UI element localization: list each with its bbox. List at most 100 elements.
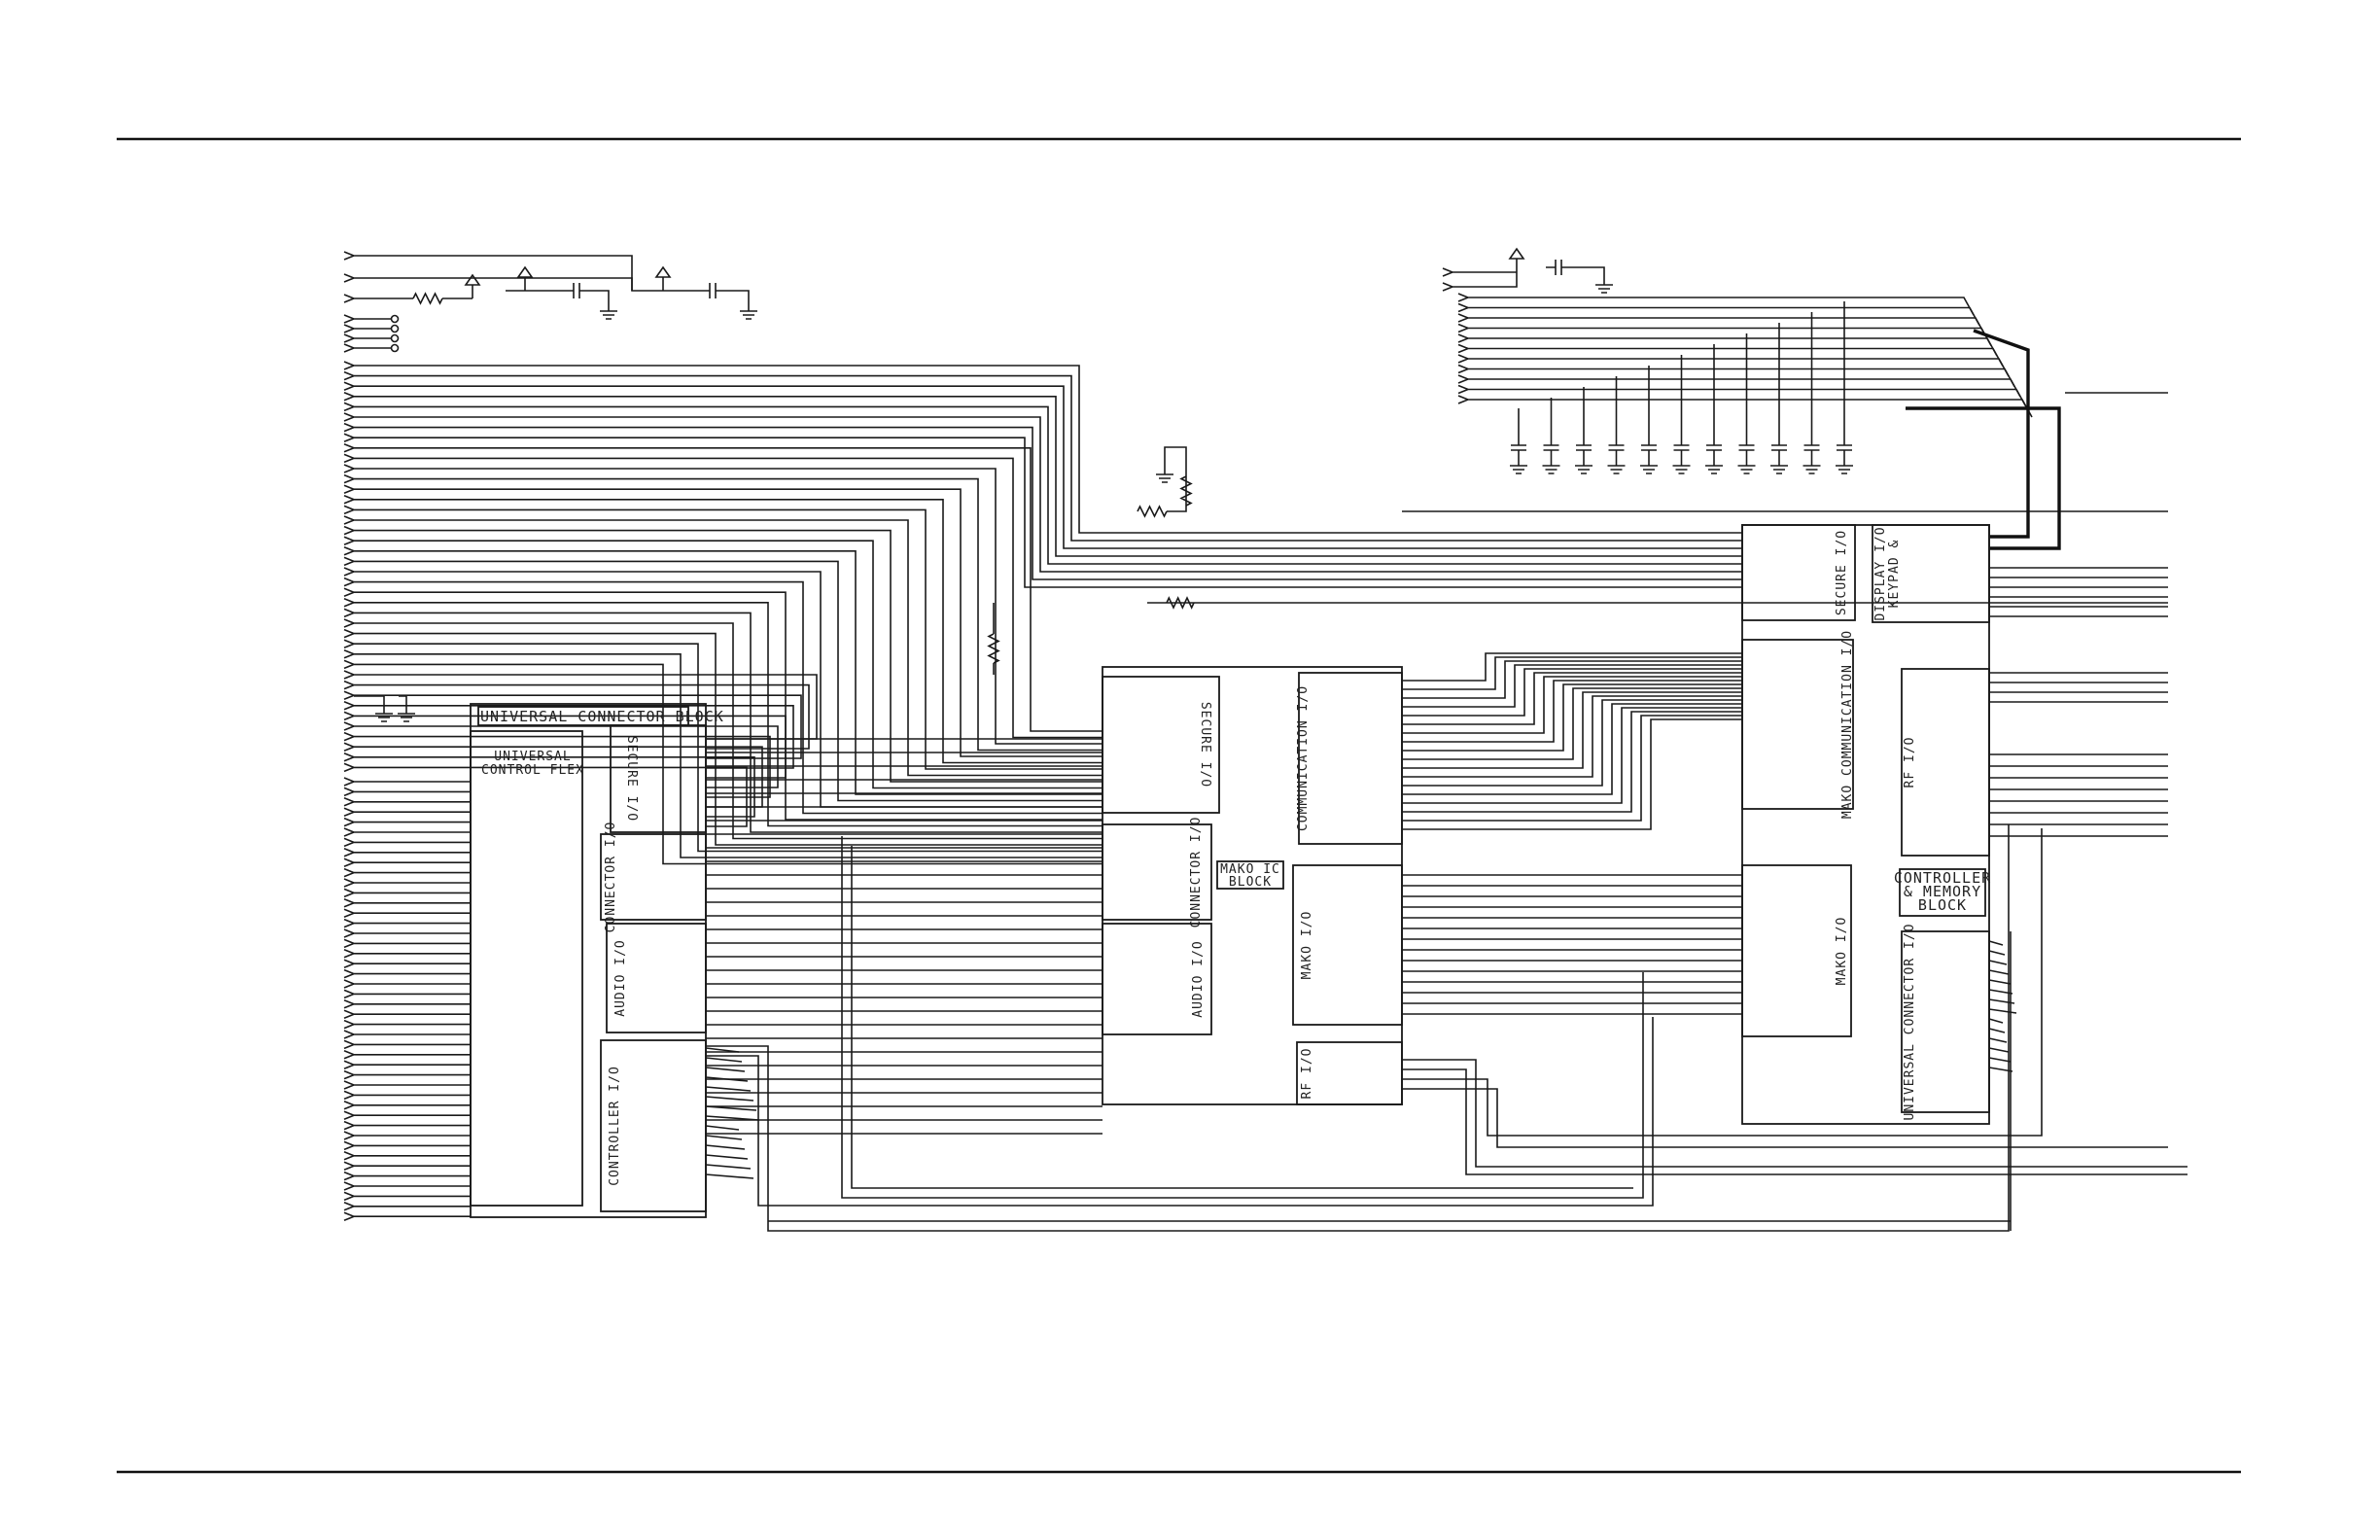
keypad-wire [1457, 354, 2010, 377]
cmb-title-2: & MEMORY [1904, 883, 1981, 900]
bus-wire [1402, 718, 1742, 830]
bus-wire [343, 918, 471, 928]
ucb-secure-io-label: SECURE I/O [624, 736, 639, 822]
capacitor-symbol [1575, 387, 1592, 474]
fan-wire [705, 1067, 746, 1072]
fan-wire [705, 1154, 749, 1160]
universal-control-flex-label-2: CONTROL FLEX [481, 763, 584, 778]
fan-wire [705, 1057, 743, 1063]
signal-wire [343, 294, 413, 303]
bus-wire [343, 959, 471, 968]
resistor-symbol [412, 292, 472, 305]
bus-wire [343, 659, 1102, 865]
bus-wire [1402, 652, 1742, 682]
bus-wire [1402, 703, 1742, 795]
fan-wire [1988, 1037, 2008, 1043]
supply-symbol [516, 265, 534, 291]
bus-wire [343, 546, 1102, 795]
bus-wire [343, 721, 779, 788]
resistor-symbol [1166, 596, 1195, 610]
bus-wire [1402, 691, 1742, 769]
fan-wire [1988, 1018, 2004, 1024]
capacitor-symbol [1836, 301, 1853, 474]
test-point [390, 314, 400, 324]
bus-wire [343, 1151, 471, 1161]
bus-wire [343, 443, 1102, 732]
resistor-symbol [987, 603, 1000, 675]
bus-wire [343, 848, 471, 858]
mako-secure-io-label: SECURE I/O [1198, 702, 1212, 788]
bus-wire [343, 381, 1742, 549]
bus-wire [343, 525, 1102, 783]
capacitor-symbol [1607, 376, 1626, 474]
bus-wire [343, 1039, 471, 1050]
bus-wire [1402, 707, 1742, 804]
bus-wire [343, 453, 1102, 739]
ucb-controller-io-label: CONTROLLER I/O [608, 1066, 622, 1186]
signal-wire [1167, 476, 1187, 512]
bus-wire [343, 1080, 471, 1090]
signal-wire [343, 251, 647, 292]
fan-wire [1988, 960, 2008, 965]
bus-wire [343, 949, 471, 959]
bus-wire [343, 817, 471, 827]
supply-symbol [464, 273, 481, 298]
fan-wire [705, 1076, 749, 1082]
loop-wire [841, 836, 1644, 1199]
bus-wire [1402, 680, 1742, 743]
bus-wire [343, 938, 471, 949]
cmb-mako-communication-label: MAKO COMMUNICATION I/O [1840, 630, 1855, 819]
bus-wire [1402, 695, 1742, 778]
mako-ic-block-title-1: MAKO IC [1220, 862, 1280, 877]
bus-wire [1402, 699, 1742, 787]
keypad-wire [1457, 395, 2033, 418]
bus-wire [343, 1110, 471, 1120]
bus-wire [343, 711, 787, 779]
keypad-wire [1457, 333, 1998, 357]
mako-ic-block-title-2: BLOCK [1229, 875, 1272, 890]
component-symbols [354, 247, 1853, 722]
bus-wire [343, 878, 471, 888]
mako-connector-io-label: CONNECTOR I/O [1189, 817, 1204, 928]
bus-wire [1402, 664, 1742, 708]
bus-wire [1402, 683, 1742, 752]
capacitor-symbol [1770, 323, 1788, 474]
keypad-wire [1457, 364, 2015, 387]
signal-wire [343, 324, 391, 333]
signal-wire [343, 343, 391, 353]
bus-wire [343, 422, 1742, 580]
bus-wire [343, 827, 471, 837]
bus-wire [343, 908, 471, 918]
mako-communication-io-label: COMMUNICATION I/O [1296, 685, 1311, 831]
bus-wire [343, 1211, 471, 1221]
bus-wire [1402, 711, 1742, 813]
bus-wire [343, 1202, 471, 1211]
ucb-audio-io-label: AUDIO I/O [613, 939, 628, 1016]
fan-wire [1988, 969, 2010, 975]
mako-mako-io-label: MAKO I/O [1300, 911, 1314, 980]
bus-wire [343, 1191, 471, 1202]
bus-wire [343, 752, 755, 818]
fan-wire [705, 1047, 740, 1053]
supply-symbol [1508, 247, 1525, 272]
bus-wire [343, 1131, 471, 1140]
fan-wire [1988, 1067, 2013, 1072]
ground-symbol [354, 695, 415, 722]
bus-wire [343, 989, 471, 999]
bus-wire [343, 556, 1102, 802]
fan-wire [1988, 989, 2013, 995]
bus-wire [343, 1101, 471, 1110]
fan-wire [1988, 1047, 2010, 1053]
bus-wire [343, 505, 1102, 770]
fan-wire [1988, 1028, 2006, 1033]
loop-wire [706, 824, 2010, 1232]
capacitor-symbol [564, 283, 610, 303]
bus-wire [343, 888, 471, 898]
bus-wire [343, 1090, 471, 1101]
cmb-title-3: BLOCK [1918, 896, 1967, 914]
bus-wire [343, 1009, 471, 1019]
supply-symbol [654, 265, 672, 291]
bus-wire [1402, 668, 1742, 717]
signal-wire [343, 314, 391, 324]
keypad-bus [1906, 406, 2061, 550]
